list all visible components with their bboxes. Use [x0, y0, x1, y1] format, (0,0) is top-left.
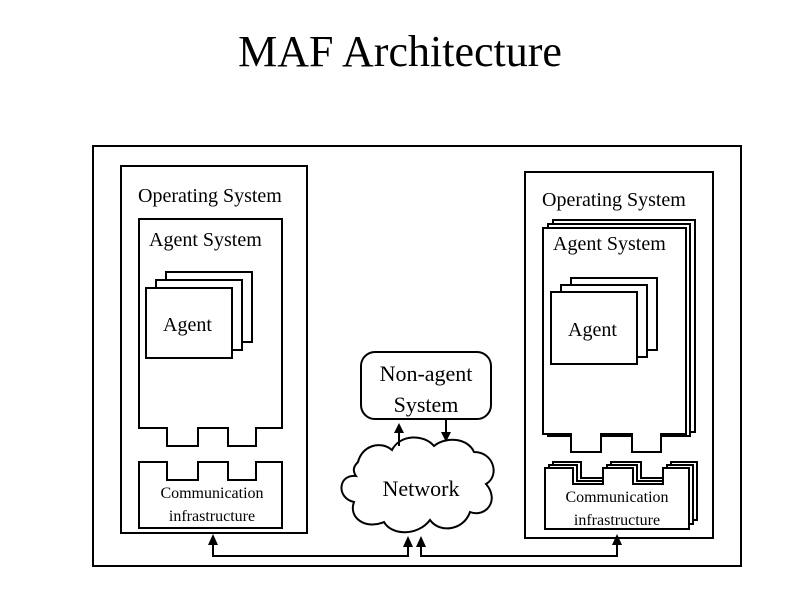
right-comm-arrow-head: [612, 534, 622, 545]
right-agent-box: [550, 291, 638, 365]
right-host: Operating System Agent System Agent Comm…: [524, 171, 714, 539]
right-comm-label-line2: infrastructure: [574, 512, 660, 529]
left-agent-system-label: Agent System: [149, 229, 262, 251]
network-cloud: [340, 436, 495, 534]
network-right-arrow-head: [416, 536, 426, 547]
left-comm-label-line1: Communication: [160, 485, 263, 502]
left-agent-box: [145, 287, 233, 359]
right-comm-box: [544, 467, 690, 530]
left-comm-arrow-head: [208, 534, 218, 545]
right-agent-label: Agent: [568, 319, 617, 341]
left-host: Operating System Agent System Agent Comm…: [120, 165, 308, 534]
right-agent-system-label: Agent System: [553, 233, 666, 255]
page-title: MAF Architecture: [238, 27, 562, 76]
non-agent-label-line2: System: [394, 392, 459, 417]
left-agent-label: Agent: [163, 314, 212, 336]
right-comm-label-line1: Communication: [565, 489, 668, 506]
left-bus-line: [212, 540, 409, 557]
left-os-label: Operating System: [138, 185, 282, 207]
network-label: Network: [383, 476, 460, 501]
left-comm-box: [138, 461, 283, 529]
left-comm-label-line2: infrastructure: [169, 508, 255, 525]
network-left-arrow-head: [403, 536, 413, 547]
non-agent-system-box: [360, 351, 492, 420]
non-agent-label-line1: Non-agent: [380, 361, 473, 386]
right-bus-line: [420, 540, 618, 557]
right-os-label: Operating System: [542, 189, 686, 211]
